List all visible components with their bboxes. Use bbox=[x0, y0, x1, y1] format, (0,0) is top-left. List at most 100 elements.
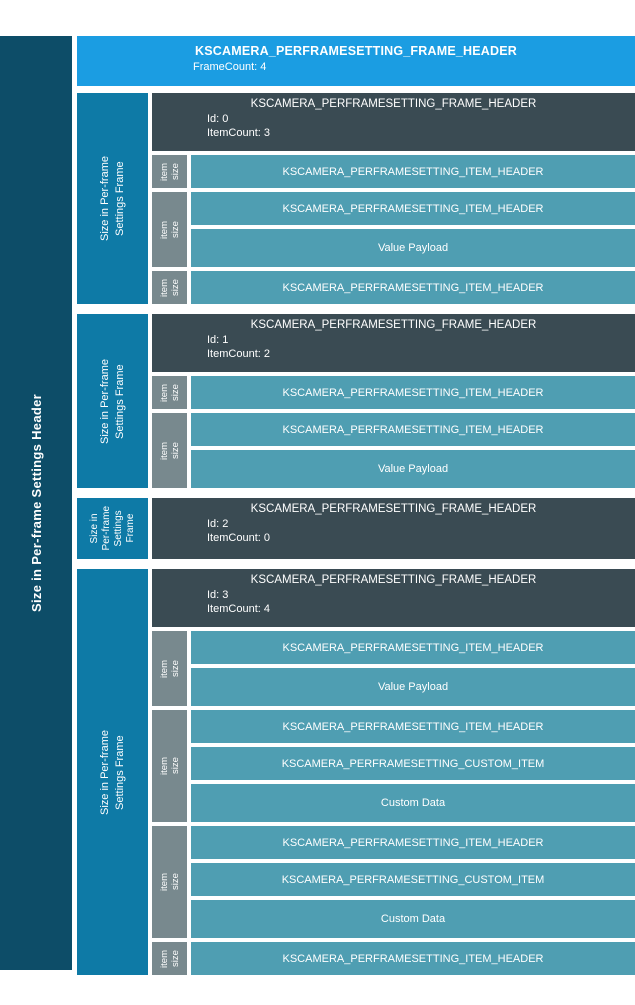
frame-body: KSCAMERA_PERFRAMESETTING_FRAME_HEADER Id:… bbox=[152, 498, 635, 559]
frame-size-label-line: Settings Frame bbox=[113, 734, 126, 810]
custom-item-row: KSCAMERA_PERFRAMESETTING_CUSTOM_ITEM bbox=[191, 747, 635, 780]
item-size-label-line: item bbox=[158, 659, 170, 678]
item-rows: KSCAMERA_PERFRAMESETTING_ITEM_HEADER Valu… bbox=[191, 192, 635, 267]
frame-header-title: KSCAMERA_PERFRAMESETTING_FRAME_HEADER bbox=[250, 574, 537, 586]
settings-header-size-bar: Size in Per-frame Settings Header bbox=[0, 36, 72, 970]
frame-body: KSCAMERA_PERFRAMESETTING_FRAME_HEADER Id:… bbox=[152, 314, 635, 488]
item-header-row: KSCAMERA_PERFRAMESETTING_ITEM_HEADER bbox=[191, 826, 635, 859]
item-rows: KSCAMERA_PERFRAMESETTING_ITEM_HEADER KSCA… bbox=[191, 710, 635, 822]
item-rows: KSCAMERA_PERFRAMESETTING_ITEM_HEADER KSCA… bbox=[191, 826, 635, 938]
item-size-label-line: size bbox=[169, 384, 181, 401]
item-size-label-line: item bbox=[158, 873, 170, 891]
item-size-label-line: size bbox=[169, 660, 181, 677]
frame-size-label-line: Frame bbox=[124, 514, 136, 543]
frame-header-block: KSCAMERA_PERFRAMESETTING_FRAME_HEADER Id:… bbox=[152, 314, 635, 372]
item-size-label-line: size bbox=[169, 163, 181, 180]
item-size-label-line: item bbox=[158, 162, 170, 181]
top-bar-framecount: FrameCount: 4 bbox=[193, 61, 267, 73]
value-payload-row: Value Payload bbox=[191, 668, 635, 706]
frame-itemcount-label: ItemCount: 4 bbox=[207, 603, 270, 615]
custom-data-row: Custom Data bbox=[191, 784, 635, 822]
item-header-row: KSCAMERA_PERFRAMESETTING_ITEM_HEADER bbox=[191, 192, 635, 225]
frame-size-label-line: Per-frame bbox=[100, 506, 112, 551]
frame-id-label: Id: 1 bbox=[207, 334, 229, 346]
frame-size-label-line: Size in Per-frame bbox=[98, 729, 111, 815]
item-rows: KSCAMERA_PERFRAMESETTING_ITEM_HEADER Valu… bbox=[191, 413, 635, 488]
frame-size-label-line: Size in Per-frame bbox=[98, 156, 111, 241]
value-payload-row: Value Payload bbox=[191, 450, 635, 488]
item-header-row: KSCAMERA_PERFRAMESETTING_ITEM_HEADER bbox=[191, 155, 635, 188]
item-size-label-line: size bbox=[169, 442, 181, 459]
frame-header-block: KSCAMERA_PERFRAMESETTING_FRAME_HEADER Id:… bbox=[152, 569, 635, 627]
frame-header-title: KSCAMERA_PERFRAMESETTING_FRAME_HEADER bbox=[250, 503, 537, 515]
frame-size-label-line: Settings Frame bbox=[113, 161, 126, 236]
frame-itemcount-label: ItemCount: 2 bbox=[207, 348, 270, 360]
frame-header-title: KSCAMERA_PERFRAMESETTING_FRAME_HEADER bbox=[250, 319, 537, 331]
item-header-row: KSCAMERA_PERFRAMESETTING_ITEM_HEADER bbox=[191, 376, 635, 409]
item-header-row: KSCAMERA_PERFRAMESETTING_ITEM_HEADER bbox=[191, 413, 635, 446]
item-size-label-line: item bbox=[158, 441, 170, 460]
frame-id-label: Id: 3 bbox=[207, 589, 229, 601]
settings-header-size-label: Size in Per-frame Settings Header bbox=[28, 394, 44, 612]
item-size-label-line: size bbox=[169, 873, 181, 891]
frame-size-label-line: Settings bbox=[112, 510, 124, 547]
frame-size-label-line: Size in Per-frame bbox=[98, 358, 111, 444]
frame-header-block: KSCAMERA_PERFRAMESETTING_FRAME_HEADER Id:… bbox=[152, 498, 635, 559]
value-payload-row: Value Payload bbox=[191, 229, 635, 267]
frame-itemcount-label: ItemCount: 3 bbox=[207, 127, 270, 139]
item-rows: KSCAMERA_PERFRAMESETTING_ITEM_HEADER bbox=[191, 376, 635, 409]
item-size-label-line: size bbox=[169, 950, 181, 967]
item-size-label-line: size bbox=[169, 279, 181, 296]
frame-id-label: Id: 2 bbox=[207, 518, 229, 530]
item-size-label-line: item bbox=[158, 278, 170, 297]
item-header-row: KSCAMERA_PERFRAMESETTING_ITEM_HEADER bbox=[191, 710, 635, 743]
frame-size-label-line: Size in bbox=[88, 513, 100, 544]
item-size-label-line: item bbox=[158, 220, 170, 239]
frame-size-label-line: Settings Frame bbox=[113, 363, 126, 439]
item-header-row: KSCAMERA_PERFRAMESETTING_ITEM_HEADER bbox=[191, 271, 635, 304]
top-bar-title: KSCAMERA_PERFRAMESETTING_FRAME_HEADER bbox=[194, 44, 517, 58]
custom-item-row: KSCAMERA_PERFRAMESETTING_CUSTOM_ITEM bbox=[191, 863, 635, 896]
item-rows: KSCAMERA_PERFRAMESETTING_ITEM_HEADER bbox=[191, 155, 635, 188]
